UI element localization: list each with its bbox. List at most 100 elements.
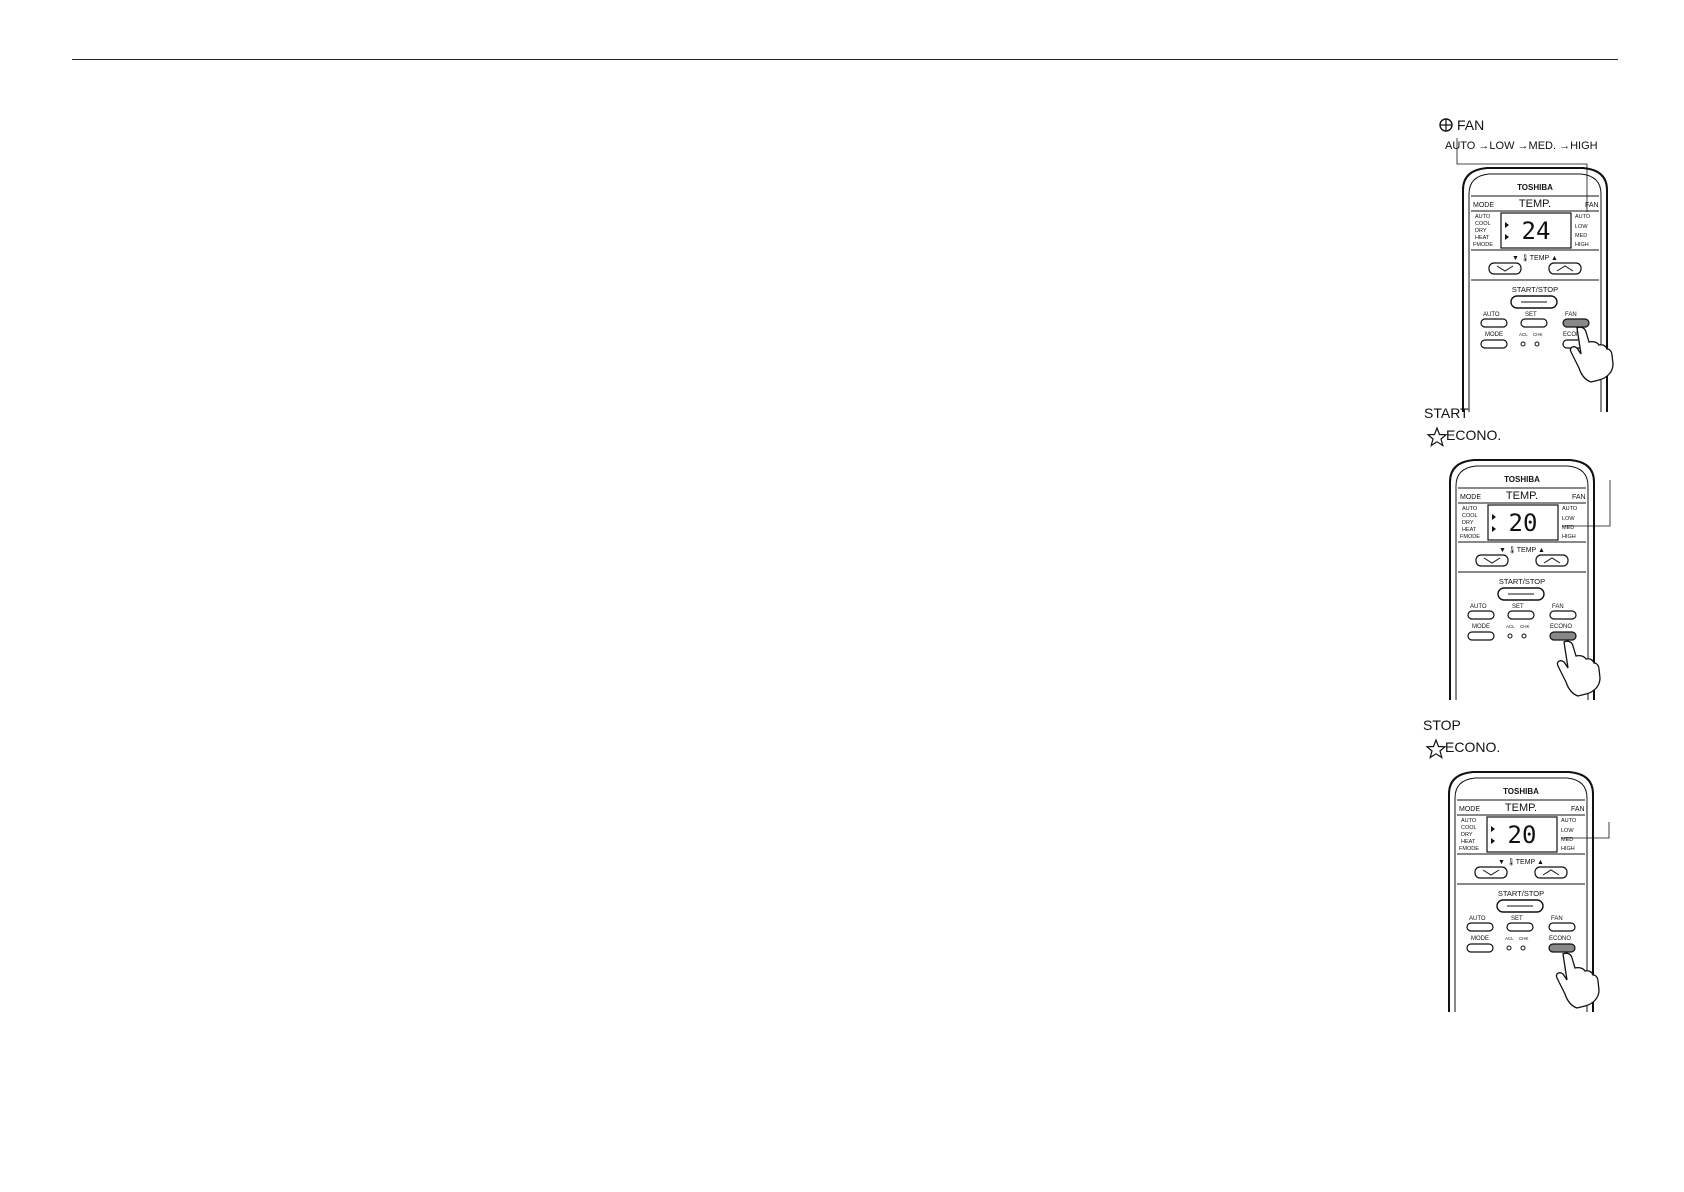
temp-up-button[interactable] bbox=[1534, 866, 1568, 879]
heading-group: START ECONO. bbox=[1424, 405, 1501, 447]
auto-label: AUTO bbox=[1469, 916, 1486, 922]
temp-buttons-label: ▼ 🌡TEMP ▲ bbox=[1512, 254, 1558, 262]
figure-subheading: ECONO. bbox=[1445, 739, 1500, 755]
fan-button-label: FAN bbox=[1565, 312, 1577, 318]
econo-star-icon bbox=[1426, 426, 1448, 447]
mode-fmode: FMODE bbox=[1460, 534, 1480, 540]
econo-button-label: ECONO bbox=[1550, 624, 1572, 630]
start-stop-label: START/STOP bbox=[1512, 285, 1558, 294]
lcd-panel bbox=[1500, 212, 1572, 249]
mode-dry: DRY bbox=[1461, 832, 1473, 838]
acl-pinhole[interactable] bbox=[1507, 633, 1513, 639]
chk-label: CHK bbox=[1533, 332, 1543, 337]
set-label: SET bbox=[1525, 312, 1537, 318]
start-stop-label: START/STOP bbox=[1498, 889, 1544, 898]
figure-heading: START bbox=[1424, 405, 1469, 421]
remote-body: TOSHIBA MODE TEMP. FAN AUTO COOL DRY HEA… bbox=[1448, 771, 1594, 1012]
auto-button[interactable] bbox=[1480, 318, 1508, 328]
mode-button[interactable] bbox=[1466, 943, 1494, 953]
fan-header: FAN bbox=[1585, 202, 1599, 209]
acl-pinhole[interactable] bbox=[1520, 341, 1526, 347]
figure-econo-stop: STOP ECONO. TOSHIBA MODE TEMP. FAN AUTO … bbox=[1423, 712, 1613, 1012]
auto-button[interactable] bbox=[1466, 922, 1494, 932]
temp-down-button[interactable] bbox=[1474, 866, 1508, 879]
pointing-hand-icon bbox=[1556, 640, 1601, 697]
fan-high: HIGH bbox=[1561, 846, 1575, 852]
mode-heat: HEAT bbox=[1461, 839, 1476, 845]
fan-button[interactable] bbox=[1548, 922, 1576, 932]
fan-high: HIGH bbox=[1562, 534, 1576, 540]
lcd-panel bbox=[1486, 816, 1558, 853]
lcd-temperature: 20 bbox=[1509, 509, 1538, 537]
mode-button-label: MODE bbox=[1472, 624, 1490, 630]
econo-star-icon bbox=[1425, 738, 1447, 759]
lcd-temperature: 24 bbox=[1522, 217, 1551, 245]
mode-heat: HEAT bbox=[1475, 235, 1490, 241]
chk-pinhole[interactable] bbox=[1520, 945, 1526, 951]
heading-group: FAN AUTO →LOW →MED. →HIGH bbox=[1439, 117, 1598, 152]
fan-button[interactable] bbox=[1562, 318, 1590, 328]
mode-heat: HEAT bbox=[1462, 527, 1477, 533]
mode-auto: AUTO bbox=[1461, 818, 1477, 824]
temp-down-button[interactable] bbox=[1488, 262, 1522, 275]
figure-subheading: ECONO. bbox=[1446, 427, 1501, 443]
figure-econo-start: START ECONO. TOSHIBA MODE TEMP. FAN AUTO… bbox=[1424, 400, 1614, 700]
set-button[interactable] bbox=[1507, 610, 1535, 620]
mode-header: MODE bbox=[1460, 494, 1481, 501]
mode-header: MODE bbox=[1473, 202, 1494, 209]
chk-label: CHK bbox=[1520, 624, 1530, 629]
auto-label: AUTO bbox=[1470, 604, 1487, 610]
temp-header: TEMP. bbox=[1506, 490, 1538, 502]
fan-auto: AUTO bbox=[1575, 214, 1591, 220]
set-label: SET bbox=[1512, 604, 1524, 610]
heading-group: STOP ECONO. bbox=[1423, 717, 1500, 759]
mode-dry: DRY bbox=[1462, 520, 1474, 526]
fan-header: FAN bbox=[1571, 806, 1585, 813]
chk-pinhole[interactable] bbox=[1521, 633, 1527, 639]
temp-up-button[interactable] bbox=[1535, 554, 1569, 567]
temp-down-button[interactable] bbox=[1475, 554, 1509, 567]
fan-low: LOW bbox=[1562, 516, 1575, 522]
start-stop-label: START/STOP bbox=[1499, 577, 1545, 586]
header-rule bbox=[72, 59, 1618, 60]
fan-button-label: FAN bbox=[1552, 604, 1564, 610]
fan-button[interactable] bbox=[1549, 610, 1577, 620]
pointing-hand-icon bbox=[1555, 952, 1600, 1009]
acl-label: ACL bbox=[1519, 332, 1528, 337]
mode-button-label: MODE bbox=[1485, 332, 1503, 338]
callout-line bbox=[1456, 138, 1588, 212]
mode-button[interactable] bbox=[1467, 631, 1495, 641]
remote-illustration: START ECONO. TOSHIBA MODE TEMP. FAN AUTO… bbox=[1424, 405, 1611, 700]
mode-button-label: MODE bbox=[1471, 936, 1489, 942]
mode-fmode: FMODE bbox=[1473, 242, 1493, 248]
acl-pinhole[interactable] bbox=[1506, 945, 1512, 951]
econo-button[interactable] bbox=[1548, 943, 1576, 953]
fan-med: MED bbox=[1561, 837, 1573, 843]
lcd-temperature: 20 bbox=[1508, 821, 1537, 849]
mode-cool: COOL bbox=[1462, 513, 1478, 519]
temp-header: TEMP. bbox=[1519, 198, 1551, 210]
chk-pinhole[interactable] bbox=[1534, 341, 1540, 347]
mode-dry: DRY bbox=[1475, 228, 1487, 234]
remote-illustration: FAN AUTO →LOW →MED. →HIGH TOSHIBA MODE T… bbox=[1439, 117, 1614, 412]
brand-logo: TOSHIBA bbox=[1503, 787, 1539, 796]
mode-button[interactable] bbox=[1480, 339, 1508, 349]
fan-high: HIGH bbox=[1575, 242, 1589, 248]
mode-cool: COOL bbox=[1461, 825, 1477, 831]
auto-button[interactable] bbox=[1467, 610, 1495, 620]
figure-fan: FAN AUTO →LOW →MED. →HIGH TOSHIBA MODE T… bbox=[1437, 112, 1627, 412]
callout-line bbox=[1562, 480, 1611, 527]
pointing-hand-icon bbox=[1569, 326, 1614, 383]
fan-low: LOW bbox=[1575, 224, 1588, 230]
figure-heading: FAN bbox=[1457, 117, 1484, 133]
econo-button[interactable] bbox=[1549, 631, 1577, 641]
fan-auto: AUTO bbox=[1561, 818, 1577, 824]
callout-line bbox=[1561, 822, 1610, 839]
fan-header: FAN bbox=[1572, 494, 1586, 501]
temp-up-button[interactable] bbox=[1548, 262, 1582, 275]
acl-label: ACL bbox=[1505, 936, 1514, 941]
set-button[interactable] bbox=[1506, 922, 1534, 932]
fan-med: MED bbox=[1575, 233, 1587, 239]
mode-cool: COOL bbox=[1475, 221, 1491, 227]
set-button[interactable] bbox=[1520, 318, 1548, 328]
